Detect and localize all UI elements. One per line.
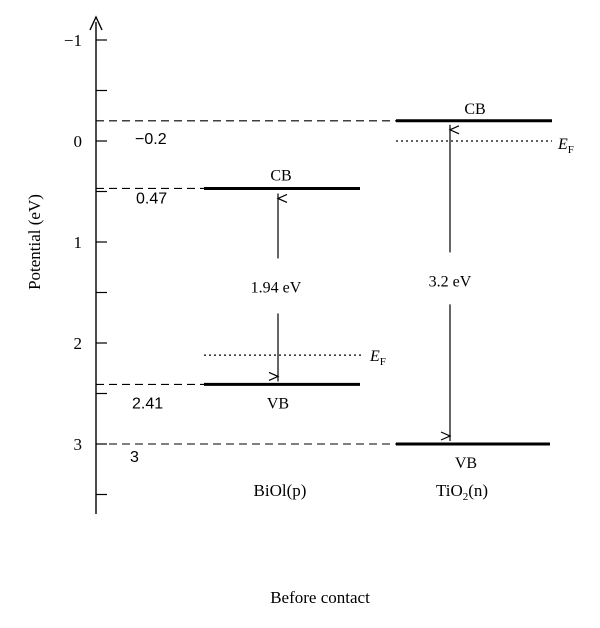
- tio2-bands: CB VB EF 3.2 eV TiO2(n): [396, 101, 574, 503]
- bioi-bands: CB VB EF 1.94 eV BiOl(p): [204, 167, 386, 500]
- y-axis: −1 0 1 2 3: [64, 15, 107, 514]
- tio2-vb-label: VB: [455, 455, 477, 472]
- bioi-gap-label: 1.94 eV: [251, 279, 302, 296]
- y-axis-arrow-icon: [89, 15, 103, 31]
- tio2-vb-value-label: 3: [130, 449, 139, 466]
- bioi-vb-value-label: 2.41: [132, 395, 163, 412]
- bioi-cb-label: CB: [270, 167, 291, 184]
- y-axis-ticks: −1 0 1 2 3: [64, 31, 107, 496]
- x-axis-label: Before contact: [270, 588, 370, 607]
- y-tick-label: 0: [74, 132, 83, 151]
- y-tick-label: 2: [74, 334, 83, 353]
- tio2-cb-label: CB: [464, 101, 485, 118]
- bioi-fermi-label: EF: [369, 348, 386, 368]
- y-axis-label: Potential (eV): [25, 194, 44, 290]
- tio2-cb-value-label: −0.2: [135, 131, 167, 148]
- bioi-vb-label: VB: [267, 395, 289, 412]
- bioi-material-label: BiOl(p): [254, 481, 307, 500]
- y-tick-label: 3: [74, 435, 83, 454]
- y-tick-label: 1: [74, 233, 83, 252]
- tio2-gap-label: 3.2 eV: [429, 273, 472, 290]
- bioi-cb-value-label: 0.47: [136, 190, 167, 207]
- y-tick-label: −1: [64, 31, 82, 50]
- tio2-fermi-label: EF: [557, 136, 574, 156]
- tio2-material-label: TiO2(n): [436, 481, 488, 503]
